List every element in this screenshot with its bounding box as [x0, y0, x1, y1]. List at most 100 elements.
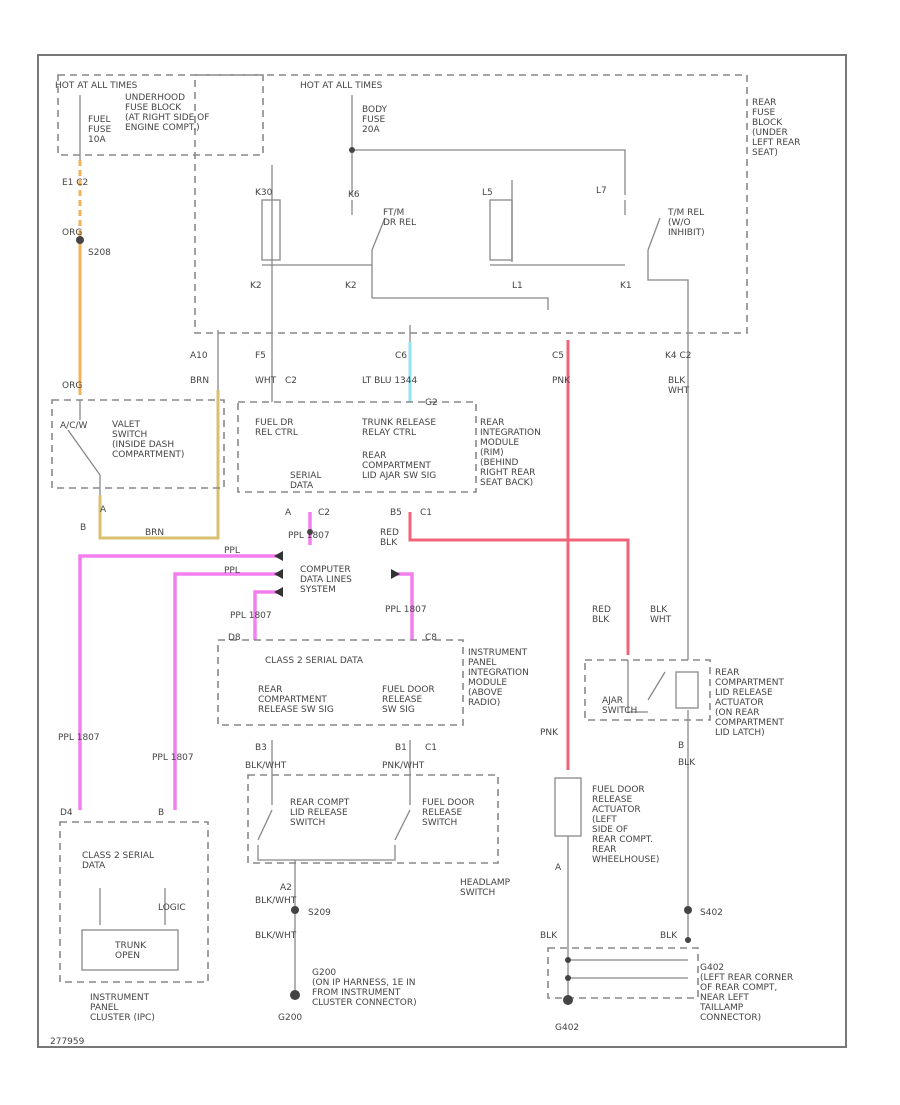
- fuel-door-actuator-label: REAR COMPT.: [592, 835, 653, 845]
- ipc-box: [59, 821, 209, 983]
- g402-ground-label: G402: [555, 1023, 579, 1033]
- computer-data-lines-label: DATA LINES: [300, 575, 352, 585]
- rear-fuse-block-label: (UNDER: [752, 128, 788, 138]
- fuel-door-switch-label: RELEASE: [422, 808, 463, 818]
- wire-ppl-label-2: PPL: [224, 566, 240, 576]
- fuel-relay-label: DR REL: [383, 218, 416, 228]
- computer-data-lines-label: COMPUTER: [300, 565, 351, 575]
- relay-k30: K30: [255, 188, 273, 198]
- rear-fuse-block-label: LEFT REAR: [752, 138, 800, 148]
- rim-label: (BEHIND: [480, 458, 519, 468]
- conn-ccw: A/C/W: [60, 421, 88, 431]
- wire-blk-wht-2: BLK: [650, 605, 668, 615]
- rear-actuator-label: COMPARTMENT: [715, 718, 784, 728]
- diagram-code: 277959: [50, 1037, 85, 1047]
- conn-c2: C2: [285, 376, 297, 386]
- body-fuse-label: FUSE: [362, 115, 385, 125]
- relay-k1: K1: [620, 281, 632, 291]
- g200-label: (ON IP HARNESS, 1E IN: [312, 978, 416, 988]
- conn-b5: B5: [390, 508, 402, 518]
- relay-l7: L7: [596, 186, 607, 196]
- fuel-door-actuator-label: RELEASE: [592, 795, 633, 805]
- wire-ppl-1807-b: PPL 1807: [230, 611, 272, 621]
- conn-c6: C6: [395, 351, 407, 361]
- valet-switch-label: (INSIDE DASH: [112, 440, 174, 450]
- wire-red-blk-a: RED: [380, 528, 399, 538]
- ipm-label: INTEGRATION: [468, 668, 529, 678]
- rear-compt-switch-label: LID RELEASE: [290, 808, 348, 818]
- conn-a10: A10: [190, 351, 208, 361]
- wire-blk-wht-3: BLK/WHT: [245, 761, 287, 771]
- g200-label: G200: [312, 968, 336, 978]
- wire-pnk-label: PNK: [552, 376, 571, 386]
- conn-f5: F5: [255, 351, 266, 361]
- ipc-class2-label: CLASS 2 SERIAL: [82, 851, 154, 861]
- fuel-door-actuator-label: SIDE OF: [592, 825, 628, 835]
- conn-b-ipc: B: [158, 808, 164, 818]
- ajar-switch-label: AJAR: [602, 696, 623, 706]
- fuel-relay-label: FT/M: [383, 208, 404, 218]
- wire-blk-3: BLK: [660, 931, 678, 941]
- wire-org-label-1: ORG: [62, 228, 82, 238]
- wire-ppl-3: [253, 590, 278, 640]
- rear-actuator-label: REAR: [715, 668, 739, 678]
- rim-label: SEAT BACK): [480, 478, 533, 488]
- fuel-fuse-label: FUSE: [88, 125, 111, 135]
- fuel-door-actuator-label: REAR: [592, 845, 616, 855]
- conn-a-fuel: A: [555, 863, 562, 873]
- wire-ppl-1: [78, 554, 278, 810]
- ipm-fuel-sig-label: SW SIG: [382, 705, 415, 715]
- g200-label: FROM INSTRUMENT: [312, 988, 401, 998]
- valet-switch-box: [51, 399, 225, 489]
- conn-a10-b: A: [285, 508, 292, 518]
- wire-brn-label-2: BRN: [145, 528, 164, 538]
- rim-label: MODULE: [480, 438, 519, 448]
- conn-a: A: [100, 505, 107, 515]
- rim-label: REAR: [480, 418, 504, 428]
- fuel-door-switch-label: SWITCH: [422, 818, 457, 828]
- rear-compt-switch-label: SWITCH: [290, 818, 325, 828]
- underhood-fuse-block-label: FUSE BLOCK: [125, 103, 182, 113]
- rear-fuse-block-label: FUSE: [752, 108, 775, 118]
- trunk-open-label: TRUNK: [114, 941, 147, 951]
- wire-ppl-1807-d: PPL 1807: [58, 733, 100, 743]
- wire-blk-wht-4: BLK/WHT: [255, 896, 297, 906]
- conn-b: B: [80, 523, 86, 533]
- valet-switch-label: COMPARTMENT): [112, 450, 184, 460]
- ipm-box: [217, 639, 464, 726]
- body-fuse-label: 20A: [362, 125, 380, 135]
- wire-ppl-2: [173, 572, 278, 810]
- fuel-door-actuator-label: WHEELHOUSE): [592, 855, 659, 865]
- conn-c1: C1: [420, 508, 432, 518]
- ipm-rear-sig-label: REAR: [258, 685, 282, 695]
- rear-fuse-block: [194, 74, 748, 334]
- g200-label: CLUSTER CONNECTOR): [312, 998, 417, 1008]
- ipm-fuel-sig-label: FUEL DOOR: [382, 685, 435, 695]
- rim-fuel-ctrl-label: REL CTRL: [255, 428, 298, 438]
- underhood-fuse-block-label: ENGINE COMPT.): [125, 123, 200, 133]
- class2-serial-data-label: CLASS 2 SERIAL DATA: [265, 656, 364, 666]
- underhood-fuse-block-label: (AT RIGHT SIDE OF: [125, 113, 209, 123]
- logic-label: LOGIC: [158, 903, 186, 913]
- wire-lt-blu-label: LT BLU 1344: [362, 376, 418, 386]
- rear-actuator-label: LID LATCH): [715, 728, 765, 738]
- wire-blk-wht-5: BLK/WHT: [255, 931, 297, 941]
- g402-label: NEAR LEFT: [700, 993, 749, 1003]
- ipm-label: (ABOVE: [468, 688, 503, 698]
- hot-label-left: HOT AT ALL TIMES: [55, 81, 138, 91]
- fuel-door-actuator-label: ACTUATOR: [592, 805, 641, 815]
- headlamp-switch-label: SWITCH: [460, 888, 495, 898]
- wire-ppl-label-1: PPL: [224, 546, 240, 556]
- ipm-label: PANEL: [468, 658, 496, 668]
- conn-c8: C8: [425, 633, 437, 643]
- conn-c5: C5: [552, 351, 564, 361]
- conn-g2: G2: [425, 398, 438, 408]
- valet-switch-label: SWITCH: [112, 430, 147, 440]
- wire-pnk-2: PNK: [540, 728, 559, 738]
- ipc-label: CLUSTER (IPC): [90, 1013, 155, 1023]
- wire-red-blk: [408, 512, 630, 655]
- serial-data-label: SERIAL: [290, 471, 321, 481]
- rear-actuator-label: ACTUATOR: [715, 698, 764, 708]
- splice-s208: S208: [88, 248, 111, 258]
